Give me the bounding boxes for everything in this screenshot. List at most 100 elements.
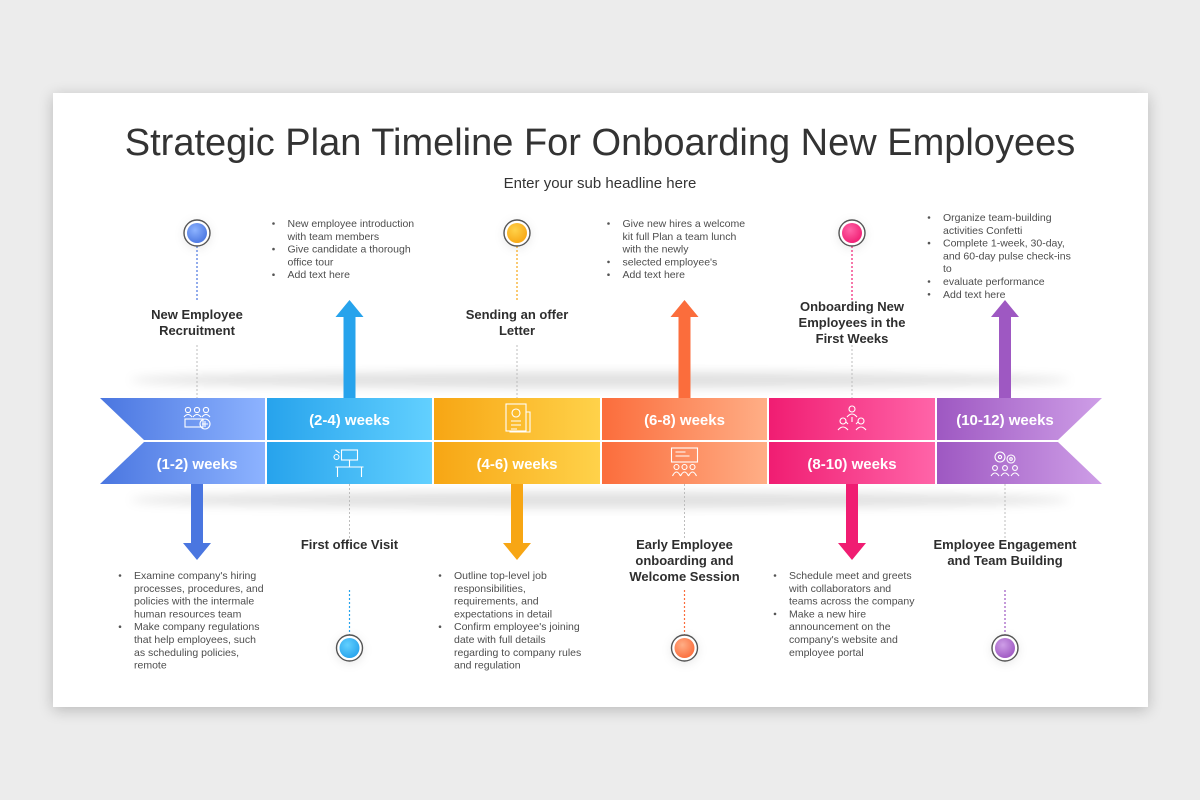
detail-text-2-2: office tour	[288, 256, 334, 268]
detail-text-1-2: that help employees, such	[134, 634, 256, 646]
stage-title-5-line-3: First Weeks	[816, 331, 889, 346]
arrow-up-2	[335, 300, 364, 398]
detail-text-4-1: Give new hires a welcome	[623, 218, 746, 230]
period-label-3: (4-6) weeks	[477, 456, 558, 473]
detail-bullet-2-2	[272, 247, 275, 251]
detail-text-1-1: Examine company's hiring	[134, 570, 256, 582]
arrow-down-3	[503, 484, 531, 560]
page-subtitle: Enter your sub headline here	[504, 175, 697, 192]
detail-text-3-2: and regulation	[454, 660, 521, 672]
detail-text-1-1: processes, procedures, and	[134, 583, 264, 595]
detail-text-1-1: policies with the intermale	[134, 596, 254, 608]
detail-text-5-2: Make a new hire	[789, 608, 866, 620]
stage-title-4-line-3: Welcome Session	[629, 569, 739, 584]
detail-text-2-1: with team members	[287, 231, 380, 243]
workstation-icon	[333, 449, 364, 477]
band-segment-bottom-6	[937, 442, 1102, 484]
pin-dot-3	[507, 223, 527, 243]
detail-text-6-2: and 60-day pulse check-ins	[943, 250, 1071, 262]
period-label-2: (2-4) weeks	[309, 412, 390, 429]
detail-text-3-2: regarding to company rules	[454, 647, 581, 659]
detail-text-3-2: date with full details	[454, 634, 546, 646]
period-label-5: (8-10) weeks	[807, 456, 896, 473]
pin-dot-1	[187, 223, 207, 243]
detail-bullet-3-2	[438, 625, 442, 628]
detail-bullet-2-3	[272, 273, 275, 277]
stage-title-5-line-2: Employees in the	[799, 315, 906, 330]
detail-text-1-2: remote	[134, 660, 167, 672]
detail-bullet-4-1	[607, 222, 610, 225]
detail-text-5-2: employee portal	[789, 647, 864, 659]
pin-dot-2	[339, 638, 360, 658]
band-segment-top-6	[937, 398, 1102, 440]
stage-title-4-line-1: Early Employee	[636, 537, 733, 552]
detail-bullet-3-1	[438, 574, 442, 577]
pin-dot-6	[995, 638, 1015, 658]
detail-text-5-1: teams across the company	[789, 596, 915, 608]
detail-text-2-1: New employee introduction	[288, 218, 415, 230]
band-segment-bottom-5	[769, 442, 935, 484]
detail-text-3-1: expectations in detail	[454, 608, 552, 620]
detail-text-4-1: with the newly	[622, 244, 690, 256]
detail-bullet-6-2	[927, 241, 931, 245]
detail-text-3-1: responsibilities,	[454, 583, 526, 595]
stage-title-6-line-2: and Team Building	[947, 553, 1062, 568]
detail-text-4-2: selected employee's	[623, 256, 718, 268]
detail-bullet-6-1	[927, 216, 931, 219]
band-segment-top-3	[434, 398, 600, 440]
detail-bullet-1-2	[118, 625, 122, 628]
pin-dot-4	[674, 638, 695, 658]
detail-text-6-4: Add text here	[943, 289, 1006, 301]
band-segment-bottom-4	[602, 442, 767, 484]
detail-bullet-1-1	[118, 574, 122, 577]
detail-bullet-5-1	[773, 574, 777, 577]
detail-bullet-4-3	[607, 273, 610, 277]
group-icon	[837, 405, 867, 431]
detail-text-4-1: kit full Plan a team lunch	[623, 231, 737, 243]
arrow-up-6	[991, 300, 1019, 398]
pin-dot-5	[842, 223, 862, 243]
detail-bullet-2-1	[272, 222, 275, 225]
stage-title-2-line-1: First office Visit	[301, 537, 399, 552]
detail-text-4-3: Add text here	[623, 269, 686, 281]
period-label-6: (10-12) weeks	[956, 412, 1054, 429]
detail-text-1-2: as scheduling policies,	[134, 647, 239, 659]
detail-text-6-2: to	[943, 263, 952, 275]
band-segment-top-4	[602, 398, 767, 440]
band-segment-top-2	[267, 398, 432, 440]
detail-text-2-2: Give candidate a thorough	[288, 244, 411, 256]
stage-title-4-line-2: onboarding and	[635, 553, 733, 568]
band-segment-top-1	[100, 398, 265, 440]
gears-team-icon	[990, 451, 1020, 477]
arrow-down-5	[838, 484, 866, 560]
stage-title-1-line-2: Recruitment	[159, 323, 236, 338]
detail-bullet-5-2	[773, 612, 777, 616]
detail-bullet-6-4	[927, 293, 931, 296]
detail-text-6-1: activities Confetti	[943, 225, 1022, 237]
detail-text-5-2: company's website and	[789, 634, 898, 646]
band-segment-bottom-1	[100, 442, 265, 484]
detail-text-5-1: with collaborators and	[788, 583, 891, 595]
detail-text-1-2: Make company regulations	[134, 621, 259, 633]
stage-title-3-line-1: Sending an offer	[466, 307, 569, 322]
detail-text-5-2: announcement on the	[789, 621, 891, 633]
period-label-1: (1-2) weeks	[157, 456, 238, 473]
document-icon	[505, 403, 531, 433]
detail-text-5-1: Schedule meet and greets	[789, 570, 912, 582]
detail-text-6-2: Complete 1-week, 30-day,	[943, 238, 1065, 250]
stage-title-1-line-1: New Employee	[151, 307, 243, 322]
detail-bullet-6-3	[927, 280, 931, 283]
team-add-icon	[183, 406, 211, 430]
detail-text-1-1: human resources team	[134, 608, 242, 620]
arrow-down-1	[183, 484, 211, 560]
detail-text-3-1: requirements, and	[454, 596, 539, 608]
stage-title-6-line-1: Employee Engagement	[933, 537, 1077, 552]
detail-text-3-1: Outline top-level job	[454, 570, 547, 582]
detail-text-6-1: Organize team-building	[943, 212, 1052, 224]
detail-text-6-3: evaluate performance	[943, 276, 1045, 288]
detail-text-2-3: Add text here	[288, 269, 351, 281]
stage-title-3-line-2: Letter	[499, 323, 535, 338]
stage-title-5-line-1: Onboarding New	[800, 299, 905, 314]
detail-text-3-2: Confirm employee's joining	[454, 621, 580, 633]
